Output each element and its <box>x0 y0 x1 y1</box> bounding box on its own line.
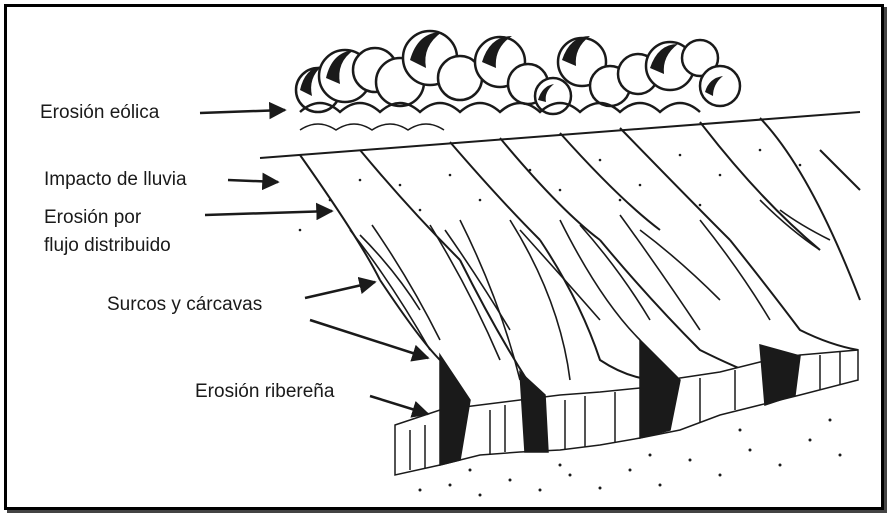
arrow-sheet <box>205 211 332 215</box>
label-rain-impact: Impacto de lluvia <box>44 168 187 192</box>
stream-bank <box>395 340 858 475</box>
label-bank-erosion: Erosión ribereña <box>195 380 334 404</box>
arrow-rills-1 <box>305 282 375 298</box>
arrow-wind <box>200 110 285 113</box>
label-sheet-erosion-line1: Erosión por <box>44 206 141 230</box>
rain-dots <box>269 149 802 232</box>
label-rills-gullies: Surcos y cárcavas <box>107 293 262 317</box>
rills-gullies <box>350 200 830 380</box>
label-sheet-erosion-line2: flujo distribuido <box>44 234 171 258</box>
label-wind-erosion: Erosión eólica <box>40 101 159 125</box>
arrow-rills-2 <box>310 320 428 358</box>
pointer-arrows <box>200 110 428 414</box>
arrow-bank <box>370 396 428 414</box>
